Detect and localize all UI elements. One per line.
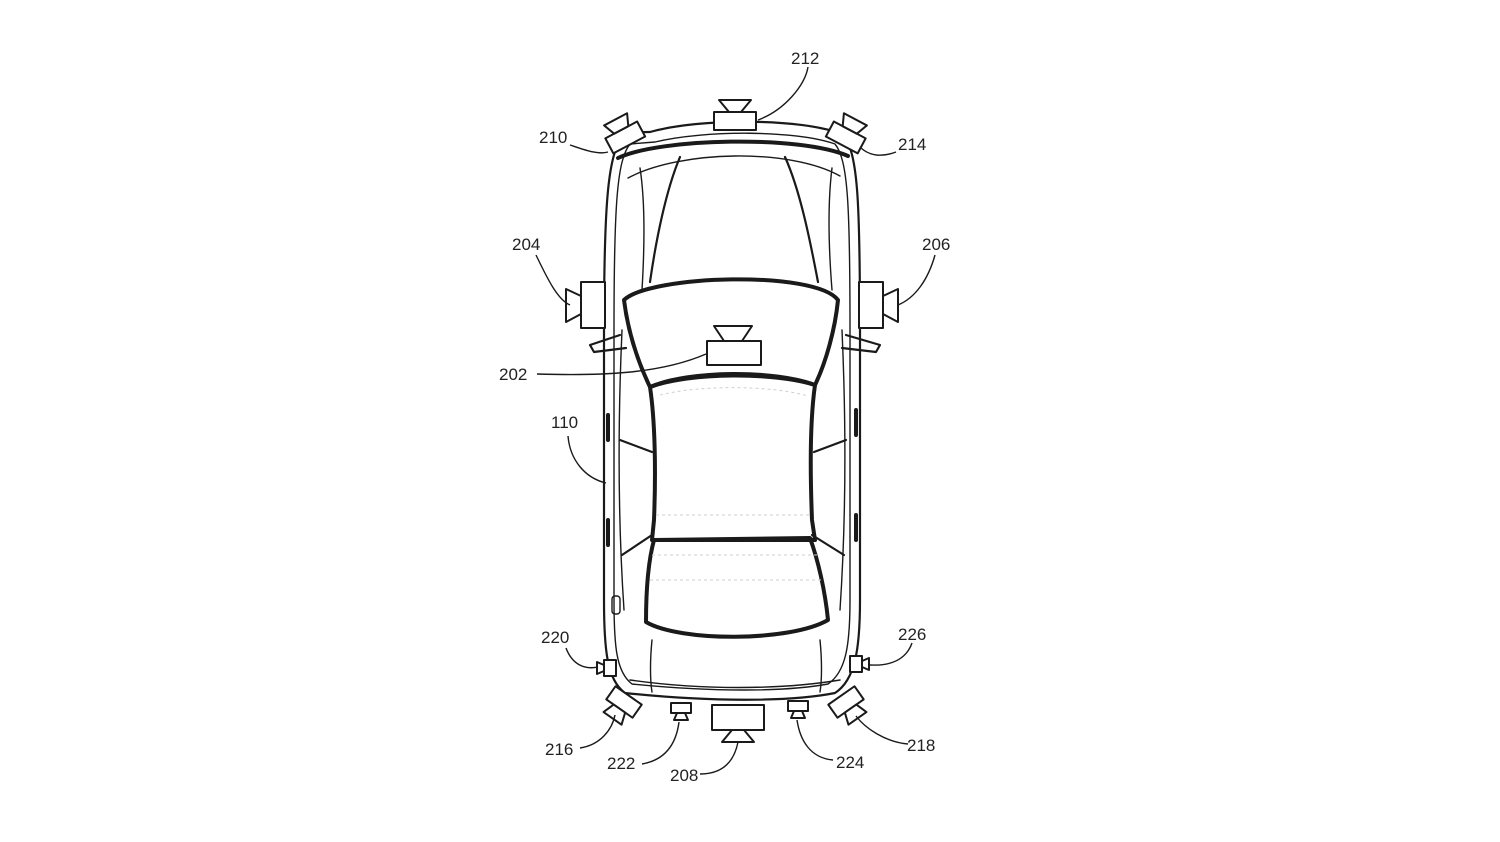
camera-226 [849, 655, 870, 673]
label-222: 222 [607, 754, 635, 773]
label-208: 208 [670, 766, 698, 785]
vehicle-body [588, 120, 882, 701]
reference-labels: 212 210 214 204 206 202 110 220 226 216 … [499, 49, 950, 785]
label-202: 202 [499, 365, 527, 384]
label-212: 212 [791, 49, 819, 68]
camera-208 [711, 704, 765, 743]
camera-210 [603, 112, 647, 155]
camera-204 [565, 281, 606, 329]
label-110: 110 [551, 413, 578, 432]
camera-222 [670, 702, 692, 721]
label-206: 206 [922, 235, 950, 254]
label-214: 214 [898, 135, 926, 154]
leader-lines [535, 66, 936, 775]
label-216: 216 [545, 740, 573, 759]
label-210: 210 [539, 128, 567, 147]
label-220: 220 [541, 628, 569, 647]
label-226: 226 [898, 625, 926, 644]
camera-216 [602, 685, 643, 726]
camera-214 [824, 112, 868, 155]
camera-202 [706, 325, 762, 366]
label-224: 224 [836, 753, 864, 772]
label-218: 218 [907, 736, 935, 755]
camera-220 [596, 659, 617, 677]
camera-206 [858, 281, 899, 329]
camera-218 [827, 685, 868, 726]
camera-224 [787, 700, 809, 719]
camera-212 [713, 99, 757, 131]
label-204: 204 [512, 235, 540, 254]
